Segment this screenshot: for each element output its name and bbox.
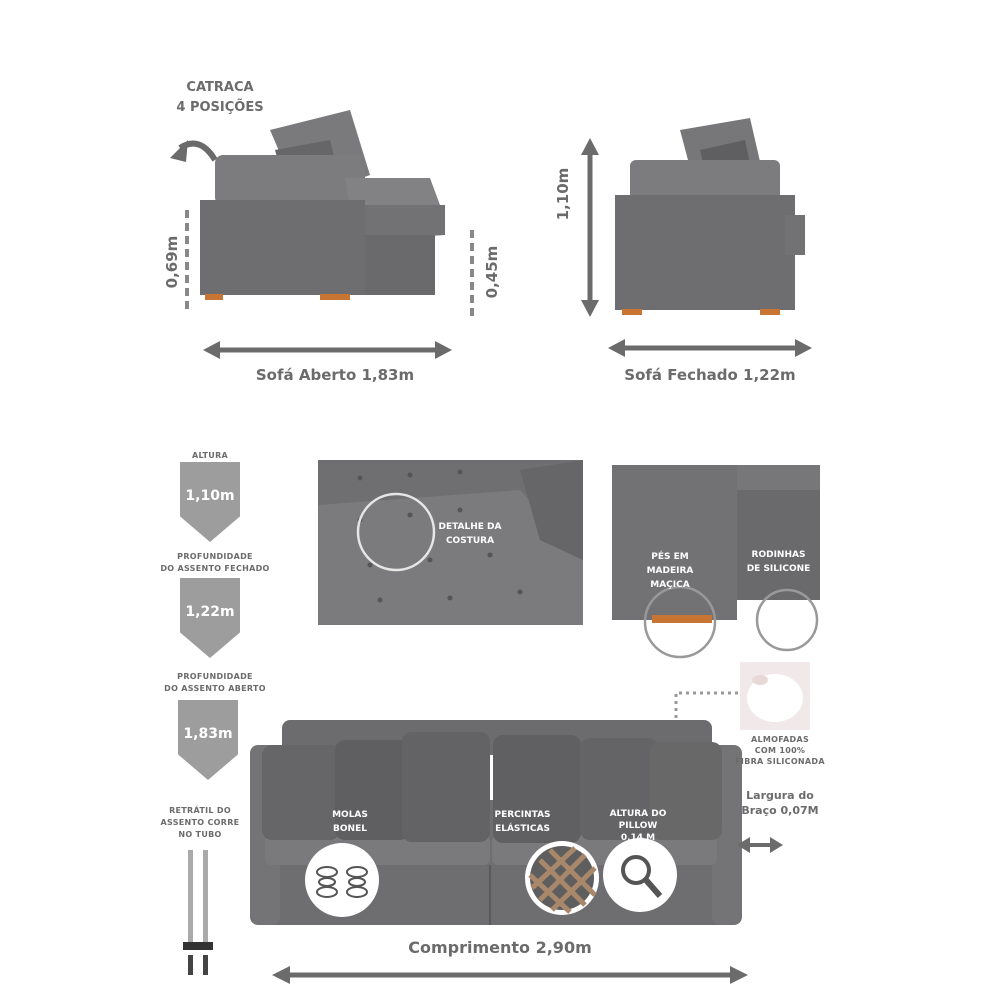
length-arrow [272, 966, 748, 984]
width-open-arrow [203, 341, 452, 359]
tube-icon [183, 850, 213, 975]
arm-width-arrow [737, 837, 783, 853]
almofadas-label: ALMOFADAS COM 100% FIBRA SILICONADA [735, 735, 825, 766]
prof-aberto-label: PROFUNDIDADE DO ASSENTO ABERTO [164, 672, 266, 693]
catraca-label: CATRACA 4 POSIÇÕES [176, 80, 264, 115]
springs-icon [305, 843, 379, 917]
height-open-label: 0,69m [163, 235, 181, 289]
altura-pillow-label: ALTURA DO PILLOW 0,14 M [609, 809, 667, 843]
costura-label: DETALHE DA COSTURA [438, 522, 502, 546]
percintas-label: PERCINTAS ELÁSTICAS [494, 810, 551, 834]
molas-label: MOLAS BONEL [332, 810, 368, 834]
height-closed-arrow [581, 138, 599, 317]
costura-detail-photo [318, 460, 583, 625]
sofa-closed-label: Sofá Fechado 1,22m [624, 366, 796, 384]
prof-fechado-label: PROFUNDIDADE DO ASSENTO FECHADO [160, 552, 270, 573]
seat-height-label: 0,45m [483, 245, 501, 299]
width-closed-arrow [608, 339, 812, 357]
magnifier-icon [603, 838, 677, 912]
rotate-arrow-icon [170, 140, 218, 162]
sofa-closed-side-view [615, 118, 805, 315]
pes-label: PÉS EM MADEIRA MAÇICA [646, 552, 694, 590]
altura-label: ALTURA [191, 451, 229, 460]
fiber-photo [740, 662, 810, 730]
comprimento-label: Comprimento 2,90m [408, 938, 592, 957]
feet-detail-photo [612, 465, 820, 659]
sofa-open-side-view [200, 110, 445, 300]
rodinhas-label: RODINHAS DE SILICONE [746, 550, 811, 574]
sofa-open-label: Sofá Aberto 1,83m [255, 366, 415, 384]
retratil-label: RETRÁTIL DO ASSENTO CORRE NO TUBO [160, 806, 240, 839]
height-closed-label: 1,10m [554, 167, 572, 221]
webbing-icon [525, 841, 599, 915]
largura-braco-label: Largura do Braço 0,07M [741, 789, 819, 817]
